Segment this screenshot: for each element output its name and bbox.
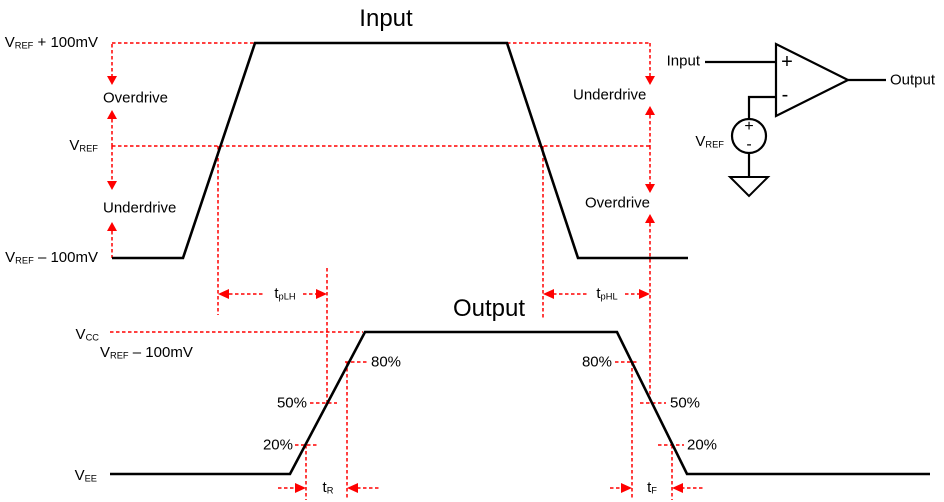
label-tf: tF	[647, 479, 657, 497]
output-waveform	[110, 330, 930, 476]
arrow-left-icon	[543, 289, 554, 299]
label-rise-50: 50%	[276, 394, 307, 412]
comparator-vref-label: VREF	[695, 133, 724, 151]
arrow-right-icon	[316, 289, 327, 299]
circuit-wires	[705, 60, 886, 177]
comparator-output-label: Output	[890, 71, 936, 89]
label-underdrive-left: Underdrive	[103, 199, 177, 217]
label-tplh: tpLH	[274, 285, 296, 303]
arrow-down-icon	[107, 76, 117, 85]
arrow-up-icon	[645, 106, 655, 115]
label-fall-50: 50%	[670, 394, 701, 412]
arrow-up-icon	[107, 110, 117, 119]
vref-source	[730, 117, 768, 155]
label-fall-20: 20%	[687, 436, 718, 454]
arrow-right-icon	[295, 483, 306, 493]
label-vcc: VCC	[75, 326, 99, 344]
label-vee: VEE	[74, 467, 97, 485]
label-vref-minus-100mv: VREF – 100mV	[5, 249, 98, 267]
comparator-symbol	[774, 42, 851, 118]
arrow-left-icon	[347, 483, 358, 493]
label-vref-plus-100mv: VREF + 100mV	[4, 34, 98, 52]
label-rise-80: 80%	[371, 353, 402, 371]
arrow-left-icon	[218, 289, 229, 299]
arrow-up-icon	[107, 222, 117, 231]
label-vref: VREF	[69, 137, 98, 155]
source-plus-sign: +	[744, 118, 754, 135]
input-waveform	[112, 41, 688, 260]
annotation-arrowheads	[107, 76, 683, 493]
label-overdrive-left: Overdrive	[103, 89, 169, 107]
label-tphl: tpHL	[596, 285, 618, 303]
arrow-right-icon	[621, 483, 632, 493]
input-title: Input	[359, 7, 412, 31]
arrow-right-icon	[639, 289, 650, 299]
ground-icon	[727, 176, 771, 198]
arrow-down-icon	[645, 76, 655, 85]
input-title-text: Input	[359, 5, 413, 32]
label-rise-20: 20%	[262, 436, 293, 454]
label-tr: tR	[322, 479, 334, 497]
label-underdrive-right: Underdrive	[573, 86, 647, 104]
label-vref-minus-100mv-output: VREF – 100mV	[100, 344, 193, 362]
annotation-dashed-lines	[110, 42, 703, 500]
source-minus-sign: -	[746, 136, 752, 153]
label-fall-80: 80%	[581, 353, 612, 371]
arrow-down-icon	[645, 184, 655, 193]
label-overdrive-right: Overdrive	[585, 194, 651, 212]
arrow-down-icon	[107, 181, 117, 190]
comparator-plus-sign: +	[781, 51, 793, 73]
output-title: Output	[453, 297, 525, 321]
arrow-up-icon	[645, 214, 655, 223]
arrow-left-icon	[672, 483, 683, 493]
output-title-text: Output	[452, 295, 526, 322]
comparator-minus-sign: -	[781, 84, 789, 106]
comparator-input-label: Input	[666, 52, 700, 70]
